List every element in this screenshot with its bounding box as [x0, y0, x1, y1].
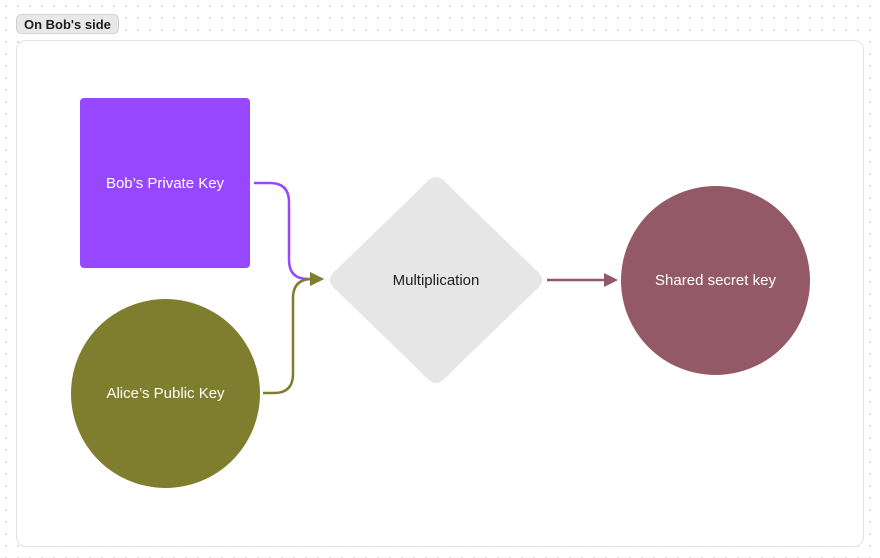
multiplication-label: Multiplication: [392, 271, 480, 289]
bob-private-key-node[interactable]: Bob’s Private Key: [80, 98, 250, 268]
bob-private-key-label: Bob’s Private Key: [105, 174, 225, 192]
arrowhead-secret: [604, 273, 618, 287]
frame-label[interactable]: On Bob's side: [16, 14, 119, 34]
alice-public-key-node[interactable]: Alice’s Public Key: [71, 299, 260, 488]
shared-secret-key-label: Shared secret key: [655, 272, 776, 289]
multiplication-diamond-shape: [330, 177, 542, 383]
alice-public-key-label: Alice’s Public Key: [106, 385, 225, 402]
arrowhead-public: [310, 272, 324, 286]
shared-secret-key-node[interactable]: Shared secret key: [621, 186, 810, 375]
multiplication-node[interactable]: Multiplication: [327, 174, 545, 386]
connector-public-to-multiplication[interactable]: [263, 277, 314, 395]
connector-private-to-multiplication[interactable]: [254, 181, 314, 281]
